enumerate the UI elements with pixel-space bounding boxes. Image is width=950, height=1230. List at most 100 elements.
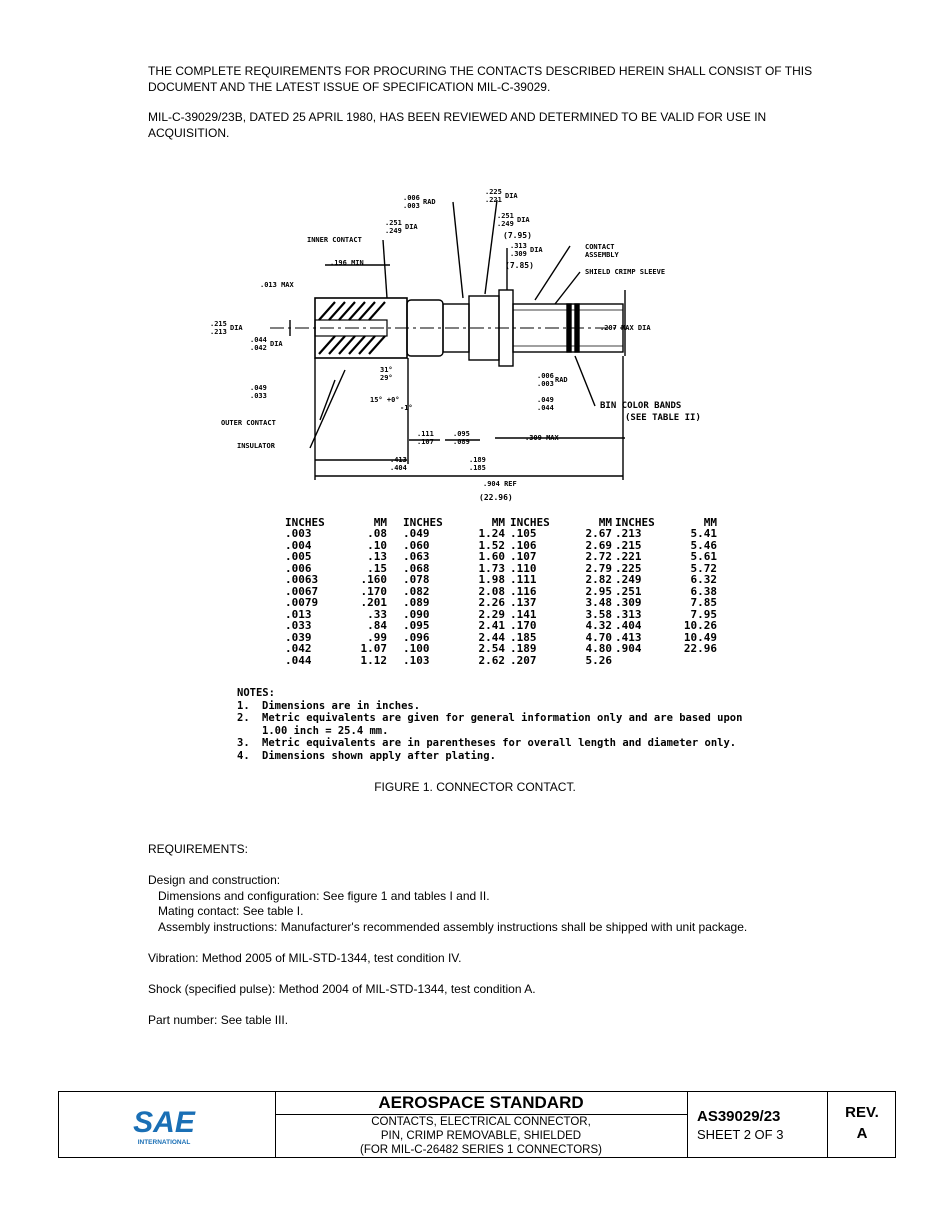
mm-value: 2.82 [585,573,613,586]
dim-angle-15b: -1° [400,404,413,412]
mm-value: 1.73 [478,561,506,575]
mm-value: 3.48 [585,596,613,609]
conversion-row: .189 4.80 [510,643,612,655]
mm-value: 2.69 [585,538,613,552]
inches-value: .189 [510,642,537,655]
note-text: Metric equivalents are in parentheses fo… [262,737,737,749]
dim-095: .095 [453,430,470,438]
mm-value: 2.29 [478,607,506,621]
conversion-row: .004 .10 [285,538,387,552]
mm-value: .13 [367,550,387,563]
mm-value: 10.26 [683,619,717,632]
mm-value: 7.85 [690,596,718,609]
header-inches: INCHES [615,516,655,529]
logo-wordmark: SAE [133,1106,196,1139]
mm-value: 5.46 [690,538,718,552]
mm-value: 1.52 [478,538,506,552]
mm-value: 2.41 [478,619,506,632]
dim-049b: .049 [537,396,554,404]
design-item: Assembly instructions: Manufacturer's re… [158,919,748,934]
inches-value: .170 [510,619,537,632]
mm-value: 2.08 [478,584,506,598]
intro-paragraph-2: MIL-C-39029/23B, DATED 25 APRIL 1980, HA… [148,110,767,140]
mm-value: 4.80 [585,642,613,655]
header-mm: MM [598,516,612,529]
part-number-requirement: Part number: See table III. [148,1012,289,1027]
document-number: AS39029/23 [697,1108,781,1125]
dim-225: .225 [485,188,502,196]
subtitle-line: CONTACTS, ELECTRICAL CONNECTOR, [371,1116,591,1128]
mm-value: 1.24 [478,527,506,540]
dim-196-min: .196 MIN [330,259,364,267]
mm-value: .08 [367,527,387,540]
inches-value: .068 [403,561,430,575]
conversion-row: .068 1.73 [403,561,506,575]
note-number: 4. [237,749,250,762]
inches-value: .005 [285,550,312,563]
dim-111: .111 [417,430,434,438]
conversion-row: .006.15 [285,562,387,575]
mm-value: 4.70 [585,630,613,644]
title-block: SAE INTERNATIONAL AEROSPACE STANDARD CON… [58,1091,896,1158]
dim-904-ref: .904 REF [483,480,517,488]
mm-value: 2.95 [585,584,613,598]
inches-value: .089 [403,596,430,609]
mm-value: .170 [360,584,388,598]
inches-value: .116 [510,584,537,598]
dim-rad-top-b: .003 [403,202,420,210]
mm-value: 2.62 [478,653,506,667]
mm-value: .10 [367,538,387,552]
inches-value: .004 [285,538,312,552]
dim-dia-6: DIA [270,340,283,348]
sheet-number: SHEET 2 OF 3 [697,1127,784,1142]
note-text: Dimensions are in inches. [262,699,421,712]
header-inches: INCHES [510,516,550,529]
inches-value: .0067 [285,584,319,598]
dim-213: .213 [210,328,227,336]
label-see-table-2: (SEE TABLE II) [625,413,701,423]
dim-angle-29: 29° [380,374,393,382]
dim-221: .221 [485,196,502,204]
inches-value: .215 [615,538,642,552]
document-number-cell: AS39029/23 SHEET 2 OF 3 [687,1092,828,1157]
dim-mm-2296: (22.96) [479,493,513,502]
dim-249: .249 [385,227,402,235]
mm-value: 2.54 [478,642,506,655]
inches-value: .078 [403,573,430,586]
inches-value: .090 [403,607,430,621]
inches-value: .039 [285,630,312,644]
logo-cell: SAE INTERNATIONAL [59,1092,276,1157]
dim-rad-b-label: RAD [555,376,568,384]
inches-value: .313 [615,607,642,621]
inches-value: .213 [615,527,642,540]
mm-value: .160 [360,573,388,586]
note-text: Metric equivalents are given for general… [262,712,743,724]
conversion-row: .116 2.95 [510,584,613,598]
mm-value: 2.44 [478,630,506,644]
header-mm: MM [373,516,387,529]
conversion-row: .013.33 [285,608,387,621]
mm-value: 2.79 [585,561,613,575]
dim-309: .309 [510,250,527,258]
mm-value: .84 [367,619,387,632]
vibration-requirement: Vibration: Method 2005 of MIL-STD-1344, … [148,950,462,965]
header-inches: INCHES [285,516,325,529]
dim-413: .413 [390,456,407,464]
label-contact-assembly-1: CONTACT [585,243,615,251]
dim-313: .313 [510,242,527,250]
inches-value: .249 [615,573,642,586]
dim-251: .251 [385,219,402,227]
